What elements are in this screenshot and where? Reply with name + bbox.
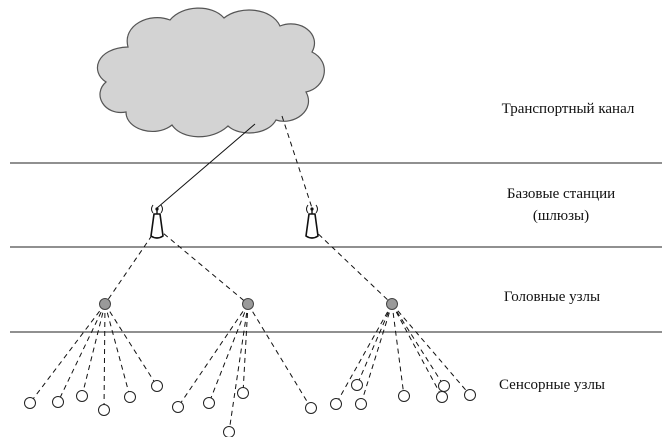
sensor-links-group <box>32 303 468 428</box>
links-group <box>104 115 393 305</box>
sensor-link-line <box>391 303 404 392</box>
sensor-node <box>52 396 64 408</box>
base-station-icon <box>305 204 319 239</box>
sensor-link-line <box>104 303 130 393</box>
head-node <box>386 298 398 310</box>
layer-label-gateways: (шлюзы) <box>533 208 589 224</box>
sensor-link-line <box>210 303 249 399</box>
layer-label-transport: Транспортный канал <box>502 101 635 117</box>
head-nodes-group <box>99 298 398 310</box>
tower-body <box>305 213 319 239</box>
sensor-node <box>203 397 215 409</box>
sensor-node <box>237 387 249 399</box>
sensor-link-line <box>180 303 249 404</box>
layer-label-head-nodes: Головные узлы <box>504 289 600 305</box>
link-line <box>281 115 313 209</box>
base-stations-group <box>150 204 319 239</box>
sensor-node <box>355 398 367 410</box>
sensor-link-line <box>59 303 106 398</box>
sensor-link-line <box>82 303 106 392</box>
layer-separators <box>10 162 662 333</box>
sensor-link-line <box>391 303 442 383</box>
antenna-tip <box>155 207 159 211</box>
link-line <box>156 123 256 209</box>
sensor-node <box>24 397 36 409</box>
head-node <box>242 298 254 310</box>
signal-wave-left <box>151 204 154 214</box>
sensor-node <box>305 402 317 414</box>
layer-label-base-stations: Базовые станции <box>507 186 615 202</box>
link-line <box>156 227 249 305</box>
sensor-link-line <box>358 303 393 381</box>
sensor-node <box>398 390 410 402</box>
sensor-link-line <box>32 303 106 400</box>
sensor-link-line <box>391 303 441 393</box>
sensor-node <box>76 390 88 402</box>
sensor-link-line <box>362 303 393 400</box>
tower-body <box>150 213 164 239</box>
sensor-node <box>98 404 110 416</box>
head-node <box>99 298 111 310</box>
sensor-node <box>124 391 136 403</box>
sensor-nodes-group <box>24 379 476 437</box>
link-line <box>311 227 393 305</box>
layer-label-sensor-nodes: Сенсорные узлы <box>499 377 605 393</box>
sensor-node <box>464 389 476 401</box>
sensor-node <box>223 426 235 437</box>
cloud-icon <box>96 7 325 138</box>
sensor-link-line <box>104 303 155 383</box>
sensor-node <box>172 401 184 413</box>
sensor-node <box>151 380 163 392</box>
signal-wave-right <box>160 204 163 214</box>
signal-wave-left <box>306 204 309 214</box>
sensor-link-line <box>103 303 106 406</box>
sensor-node <box>438 380 450 392</box>
sensor-link-line <box>338 303 393 400</box>
sensor-node <box>436 391 448 403</box>
sensor-link-line <box>247 303 309 404</box>
sensor-link-line <box>229 303 249 428</box>
sensor-link-line <box>391 303 468 392</box>
sensor-node <box>330 398 342 410</box>
signal-wave-right <box>315 204 318 214</box>
antenna-tip <box>310 207 314 211</box>
base-station-icon <box>150 204 164 239</box>
link-line <box>104 227 158 305</box>
sensor-node <box>351 379 363 391</box>
